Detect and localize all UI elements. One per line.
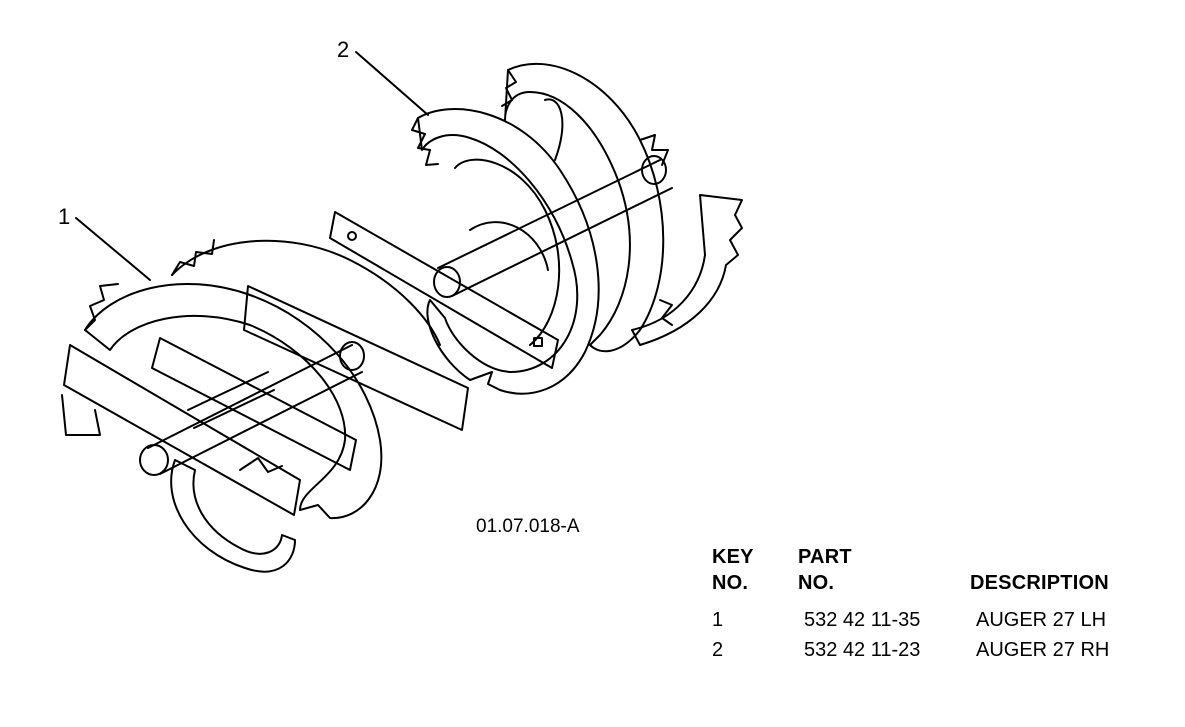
auger-rh-flight-front xyxy=(417,108,600,395)
parts-table: KEY NO. PART NO. DESCRIPTION 1 532 42 11… xyxy=(712,545,1152,675)
callout-number-2: 2 xyxy=(337,37,349,62)
header-key-no-line1: KEY xyxy=(712,546,754,568)
auger-rh-flight-end xyxy=(631,194,743,346)
row-1-description: AUGER 27 LH xyxy=(976,609,1107,631)
auger-lh xyxy=(61,239,469,573)
row-1-key: 1 xyxy=(712,609,724,631)
header-description: DESCRIPTION xyxy=(970,572,1109,594)
row-1-part-no: 532 42 11-35 xyxy=(804,609,921,631)
auger-lh-flight-back xyxy=(170,459,296,573)
callout-number-1: 1 xyxy=(58,204,70,229)
auger-lh-paddle-top xyxy=(243,285,469,431)
row-2-description: AUGER 27 RH xyxy=(976,639,1110,661)
auger-rh-flight-back xyxy=(504,62,665,353)
auger-lh-flight-front xyxy=(84,283,383,520)
auger-lh-paddle-bottom xyxy=(63,344,301,516)
header-part-no-line2: NO. xyxy=(798,572,835,594)
header-part-no-line1: PART xyxy=(798,546,852,568)
row-2-key: 2 xyxy=(712,639,724,661)
auger-lh-shaft-end xyxy=(139,444,169,476)
auger-rh-shaft xyxy=(437,159,673,297)
leader-line-1 xyxy=(75,217,151,281)
auger-rh-paddle xyxy=(329,211,559,369)
auger-lh-shaft xyxy=(147,344,363,475)
auger-rh xyxy=(329,62,743,395)
auger-rh-shaft-end xyxy=(433,266,461,298)
drawing-reference-number: 01.07.018-A xyxy=(476,516,580,537)
row-2-part-no: 532 42 11-23 xyxy=(804,639,921,661)
leader-line-2 xyxy=(355,51,429,116)
header-key-no-line2: NO. xyxy=(712,572,749,594)
